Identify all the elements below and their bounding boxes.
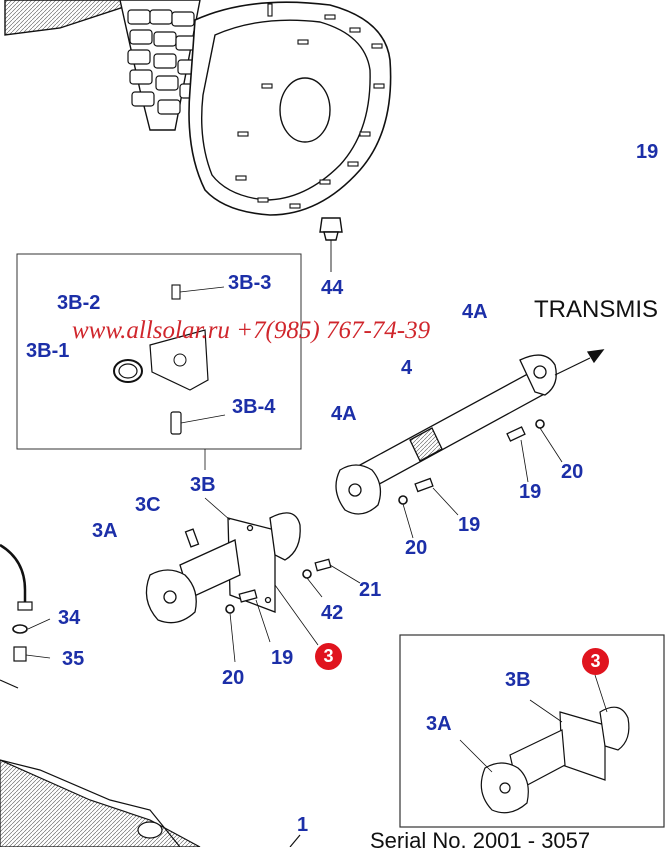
callout-20-a: 20 [561, 461, 584, 483]
detail-box-3b [16, 253, 302, 450]
callout-4a: 4A [331, 403, 357, 425]
callout-20-c: 20 [222, 667, 245, 689]
direction-label: TRANSMIS [534, 296, 659, 323]
propeller-shaft-4 [335, 349, 605, 539]
callout-19-a: 19 [519, 481, 542, 503]
bottom-housing [0, 759, 301, 847]
callout-42: 42 [321, 602, 344, 624]
callout-3b-3: 3B-3 [228, 272, 272, 294]
callout-3b-2: 3B-2 [57, 292, 101, 314]
pipe-fitting [0, 543, 51, 689]
axle-housing [4, 0, 392, 272]
callout-4: 4 [401, 357, 413, 379]
callout-35: 35 [62, 648, 85, 670]
reference-badge-3: 3 [315, 643, 342, 670]
callout-44: 44 [321, 277, 344, 299]
callout-3a: 3A [92, 520, 118, 542]
callout-3b-1: 3B-1 [26, 340, 70, 362]
callout-3b: 3B [190, 474, 216, 496]
inset-callout-3a: 3A [426, 713, 452, 735]
inset-callout-3b: 3B [505, 669, 531, 691]
callout-4a-top: 4A [462, 301, 488, 323]
inset-box-3ab [399, 634, 665, 828]
callout-19-c: 19 [271, 647, 294, 669]
callout-19-top: 19 [636, 141, 659, 163]
callout-20-b: 20 [405, 537, 428, 559]
serial-number-label: Serial No. 2001 - 3057 [370, 828, 591, 853]
callout-21: 21 [359, 579, 382, 601]
callout-3c: 3C [135, 494, 161, 516]
callout-34: 34 [58, 607, 81, 629]
shaft-assembly-3b [145, 449, 361, 663]
inset-reference-badge-3: 3 [582, 648, 609, 675]
callout-19-b: 19 [458, 514, 481, 536]
callout-3b-4: 3B-4 [232, 396, 276, 418]
watermark-text: www.allsolar.ru +7(985) 767-74-39 [72, 317, 431, 344]
callout-1: 1 [297, 814, 309, 836]
